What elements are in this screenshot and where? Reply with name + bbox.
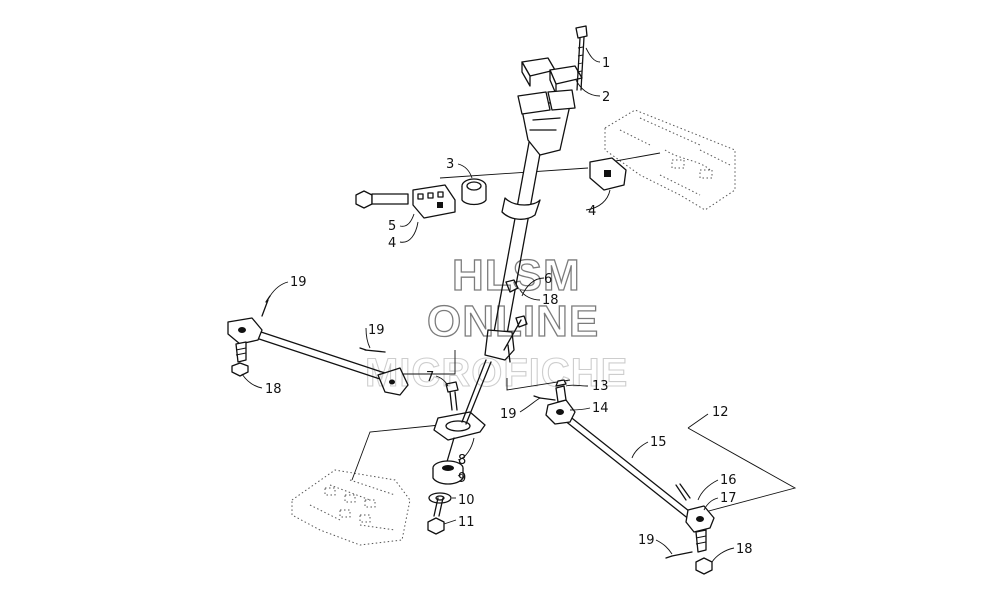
watermark-line-2: ONLINE [427, 297, 599, 346]
upper-frame-sketch [604, 109, 736, 211]
washer-10 [428, 492, 452, 504]
callout-16: 16 [720, 473, 737, 488]
callout-13: 13 [592, 379, 609, 394]
callout-labels: 1 2 3 4 5 4 6 18 19 19 18 7 13 14 19 12 … [265, 56, 753, 557]
callout-15: 15 [650, 435, 667, 450]
bushing-3 [461, 178, 487, 206]
nut-18-left [231, 362, 249, 377]
callout-19-right: 19 [500, 407, 517, 422]
cotter-pin-19-left [261, 295, 271, 317]
watermark: HLSM ONLINE MICROFICHE [364, 250, 628, 395]
callout-17: 17 [720, 491, 737, 506]
callout-11: 11 [458, 515, 475, 530]
bolt-1 [575, 25, 588, 91]
bolt-7 [445, 381, 459, 411]
steering-column [484, 99, 571, 363]
lower-frame-sketch [291, 469, 411, 546]
nut-18-right [695, 557, 713, 575]
callout-3: 3 [446, 157, 454, 172]
callout-19-left: 19 [290, 275, 307, 290]
callout-6: 6 [544, 272, 552, 287]
bracket-4-left [412, 184, 456, 219]
callout-19-mid: 19 [368, 323, 385, 338]
callout-9: 9 [458, 471, 466, 486]
callout-5: 5 [388, 219, 396, 234]
watermark-line-3: MICROFICHE [365, 351, 628, 395]
tie-rod-left [227, 317, 409, 396]
callout-19-lower: 19 [638, 533, 655, 548]
cotter-pin-19-mid [359, 347, 386, 353]
cotter-pin-19-right [533, 395, 556, 401]
callout-1: 1 [602, 56, 610, 71]
bolt-11 [427, 497, 445, 535]
column-nut-18 [503, 279, 528, 351]
reference-lines [351, 152, 797, 513]
callout-4-right: 4 [588, 204, 596, 219]
watermark-line-1: HLSM [452, 251, 581, 300]
callout-18-column: 18 [542, 293, 559, 308]
callout-8: 8 [458, 453, 466, 468]
callout-7: 7 [426, 370, 434, 385]
leader-lines [241, 47, 735, 563]
cotter-pin-19-lower [665, 551, 693, 559]
callout-2: 2 [602, 90, 610, 105]
clamp-block-upper [517, 57, 583, 115]
tie-rod-right [545, 379, 715, 553]
bolt-5 [355, 190, 409, 209]
callout-10: 10 [458, 493, 475, 508]
callout-18-left: 18 [265, 382, 282, 397]
flange-8 [433, 411, 486, 441]
callout-14: 14 [592, 401, 609, 416]
callout-4-left: 4 [388, 236, 396, 251]
bracket-4-right [589, 157, 627, 191]
callout-18-right: 18 [736, 542, 753, 557]
callout-12: 12 [712, 405, 729, 420]
bearing-9 [432, 460, 464, 485]
